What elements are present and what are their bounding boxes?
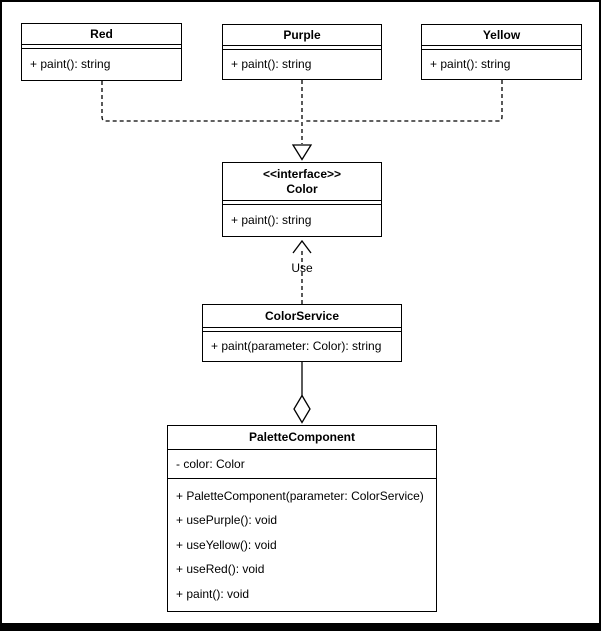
method-item: + paint(): string (231, 213, 312, 227)
dependency-open-arrowhead (292, 239, 312, 254)
method-item: + paint(): string (231, 57, 312, 71)
methods-compartment-red: + paint(): string (22, 49, 181, 80)
attributes-compartment-red (22, 45, 181, 49)
class-box-color-service: ColorService + paint(parameter: Color): … (202, 304, 402, 362)
method-item: + usePurple(): void (176, 513, 278, 527)
realization-edge-red (101, 81, 299, 122)
method-item: + paint(): string (30, 57, 111, 71)
method-item: + useRed(): void (176, 562, 265, 576)
attribute-item: - color: Color (176, 456, 245, 471)
dependency-edge-label: Use (291, 261, 313, 275)
method-item: + paint(): void (176, 586, 250, 601)
methods-compartment-service: + paint(parameter: Color): string (203, 332, 401, 361)
attributes-compartment-color (223, 201, 381, 205)
method-item: + useYellow(): void (176, 537, 277, 552)
interface-name: Color (286, 181, 318, 196)
attributes-compartment-purple (223, 46, 381, 50)
method-item: + paint(): string (430, 57, 511, 71)
attributes-compartment-service (203, 328, 401, 332)
class-box-palette-component: PaletteComponent - color: Color + Palett… (167, 425, 437, 612)
realization-triangle-arrowhead (291, 144, 313, 161)
class-box-purple: Purple + paint(): string (222, 24, 382, 80)
class-box-color-interface: <<interface>> Color + paint(): string (222, 162, 382, 237)
aggregation-diamond (293, 394, 311, 424)
class-title-purple: Purple (223, 25, 381, 46)
methods-compartment-palette: + PaletteComponent(parameter: ColorServi… (168, 479, 436, 611)
attributes-compartment-yellow (422, 46, 581, 50)
class-box-yellow: Yellow + paint(): string (421, 24, 582, 80)
class-title-red: Red (22, 24, 181, 45)
stereotype-label: <<interface>> (262, 166, 342, 181)
realization-edge-yellow (305, 80, 503, 122)
class-title-color-service: ColorService (203, 305, 401, 328)
methods-compartment-color: + paint(): string (223, 205, 381, 236)
method-item: + paint(parameter: Color): string (211, 339, 382, 353)
class-box-red: Red + paint(): string (21, 23, 182, 81)
attributes-compartment-palette: - color: Color (168, 450, 436, 479)
methods-compartment-purple: + paint(): string (223, 50, 381, 79)
class-title-palette-component: PaletteComponent (168, 426, 436, 450)
class-title-color-interface: <<interface>> Color (223, 163, 381, 201)
class-title-yellow: Yellow (422, 25, 581, 46)
methods-compartment-yellow: + paint(): string (422, 50, 581, 79)
method-item: + PaletteComponent(parameter: ColorServi… (176, 488, 424, 503)
